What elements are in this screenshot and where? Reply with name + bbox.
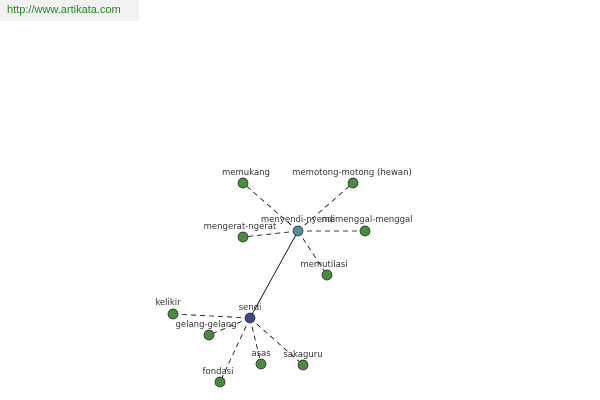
edge-menyendi-nyendi-mengerat-ngerat [242,230,299,238]
edge-menyendi-nyendi-memukang [242,182,299,232]
node-label-kelikir: kelikir [155,298,181,308]
node-label-memenggal-menggal: memenggal-menggal [321,215,412,225]
labels-layer: sendi menyendi-nyendi memukang memotong-mot… [155,168,412,377]
node-label-memukang: memukang [222,168,270,178]
edge-sendi-fondasi [219,317,251,383]
node-sendi[interactable] [244,312,256,324]
node-label-menyendi-nyendi: menyendi-nyendi [261,215,335,225]
node-label-asas: asas [251,349,271,359]
node-menyendi-nyendi[interactable] [292,225,304,237]
node-kelikir[interactable] [167,308,179,320]
edge-menyendi-nyendi-memotong-motong [297,182,354,232]
node-memotong-motong[interactable] [347,177,359,189]
node-memutilasi[interactable] [321,269,333,281]
node-fondasi[interactable] [214,376,226,388]
node-label-memutilasi: memutilasi [300,260,347,270]
edges-layer [172,182,365,383]
node-label-fondasi: fondasi [203,367,234,377]
edge-sendi-sakaguru [249,317,304,366]
node-gelang-gelang[interactable] [203,329,215,341]
edge-sendi-asas [249,317,262,365]
node-memukang[interactable] [237,177,249,189]
node-label-sendi: sendi [239,303,262,313]
node-memenggal-menggal[interactable] [359,225,371,237]
nodes-layer [167,177,371,388]
site-url[interactable]: http://www.artikata.com [0,0,139,21]
node-mengerat-ngerat[interactable] [237,231,249,243]
node-sakaguru[interactable] [297,359,309,371]
node-label-gelang-gelang: gelang-gelang [175,320,236,330]
edge-sendi-gelang-gelang [208,317,251,336]
edge-sendi-kelikir [172,313,251,319]
node-label-sakaguru: sakaguru [283,350,322,360]
node-label-mengerat-ngerat: mengerat-ngerat [204,222,277,232]
node-label-memotong-motong: memotong-motong (hewan) [292,168,412,178]
node-asas[interactable] [255,358,267,370]
edge-sendi-menyendi-nyendi [249,230,299,319]
